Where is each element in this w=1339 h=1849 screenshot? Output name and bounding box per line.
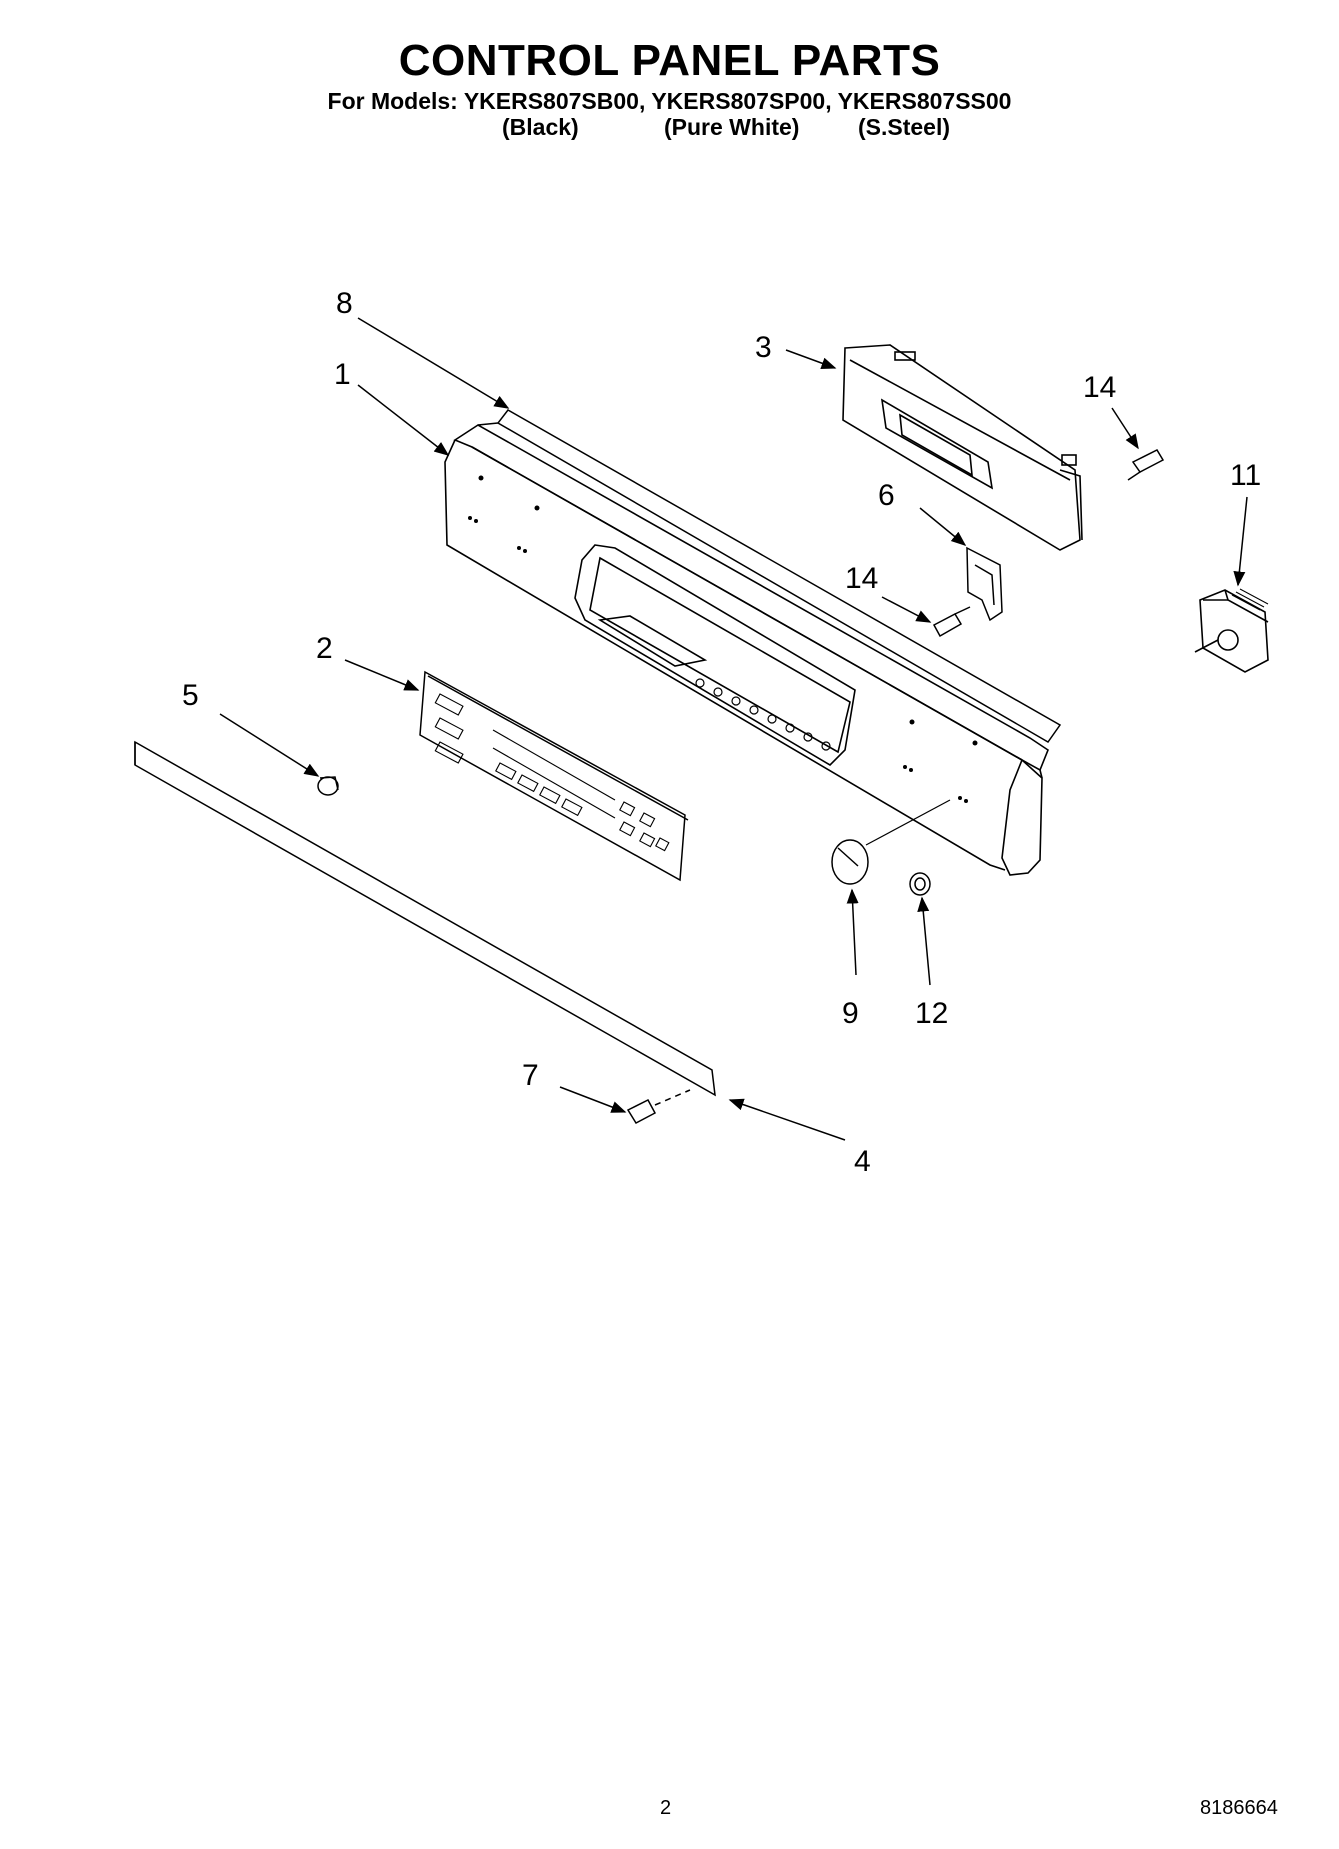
callout-7: 7 bbox=[522, 1059, 539, 1092]
callout-9: 9 bbox=[842, 997, 859, 1030]
callout-1: 1 bbox=[334, 358, 351, 391]
callout-2: 2 bbox=[316, 632, 333, 665]
part-1-console-panel bbox=[444, 422, 1049, 876]
part-14-screw-lower bbox=[932, 606, 971, 638]
part-4-trim-strip bbox=[134, 740, 716, 1097]
document-number: 8186664 bbox=[1200, 1797, 1278, 1819]
color-label-stainless: (S.Steel) bbox=[858, 114, 951, 140]
leader-arrows bbox=[219, 317, 1248, 1141]
part-7-screw bbox=[626, 1089, 691, 1124]
part-3-electronic-control bbox=[842, 344, 1083, 551]
callout-6: 6 bbox=[878, 479, 895, 512]
part-14-screw-upper bbox=[1127, 449, 1165, 481]
callout-12: 12 bbox=[915, 997, 948, 1030]
callout-3: 3 bbox=[755, 331, 772, 364]
part-12-button bbox=[909, 872, 931, 896]
models-line: For Models: YKERS807SB00, YKERS807SP00, … bbox=[327, 88, 1012, 114]
part-5-screw bbox=[317, 776, 339, 796]
callout-8: 8 bbox=[336, 287, 353, 320]
part-2-overlay bbox=[419, 670, 689, 882]
callout-4: 4 bbox=[854, 1145, 871, 1178]
color-label-pure-white: (Pure White) bbox=[664, 114, 800, 140]
callout-14-lower: 14 bbox=[845, 562, 878, 595]
part-8-gasket-strip bbox=[496, 409, 1062, 743]
part-9-knob bbox=[831, 799, 951, 885]
callout-14-upper: 14 bbox=[1083, 371, 1116, 404]
callout-numbers: 8 1 3 14 11 6 14 2 5 7 4 9 12 bbox=[182, 287, 1261, 1178]
callout-5: 5 bbox=[182, 679, 199, 712]
callout-11: 11 bbox=[1230, 459, 1261, 492]
part-6-bracket bbox=[966, 546, 1003, 622]
page-title: CONTROL PANEL PARTS bbox=[398, 36, 941, 85]
color-label-black: (Black) bbox=[502, 114, 579, 140]
page-number: 2 bbox=[660, 1797, 672, 1819]
part-11-switch bbox=[1194, 588, 1269, 673]
